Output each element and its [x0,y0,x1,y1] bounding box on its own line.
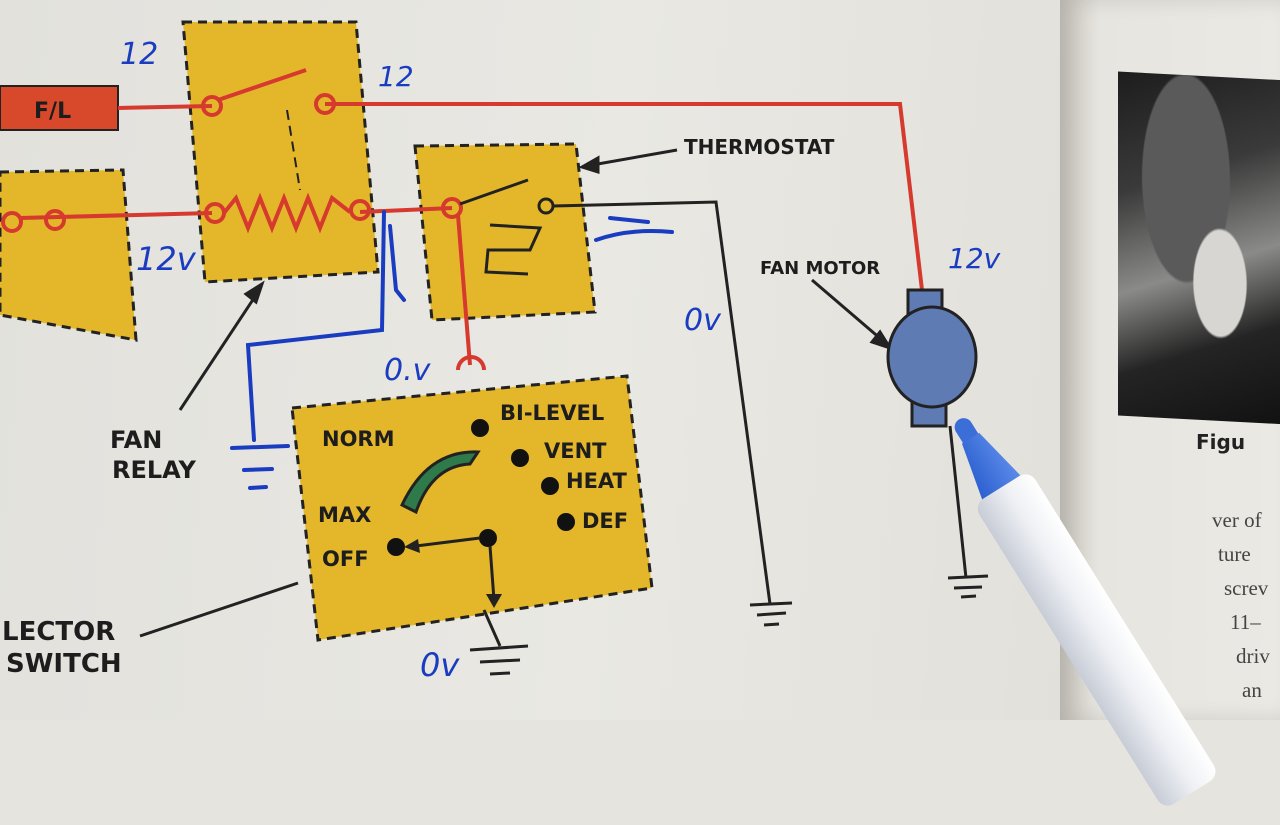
voltage-note-thermostat-out: 0v [684,303,722,338]
body-text-line: 11– [1230,610,1261,634]
power-wires [19,102,924,371]
thermostat-box [413,142,597,322]
fusible-link-label: F/L [34,99,71,124]
selector-switch-label-line2: SWITCH [6,649,122,679]
voltage-note-fan-motor: 12v [948,242,1001,275]
body-text-line: screv [1224,576,1269,600]
voltage-note-switch-ground: 0v [420,646,460,684]
fan-motor-label: FAN MOTOR [760,258,880,279]
fan-relay-label-line1: FAN [110,426,162,454]
switch-pos-norm: NORM [322,427,395,451]
fan-relay-label-line2: RELAY [112,456,196,484]
thermostat-label: THERMOSTAT [684,135,835,159]
body-text-line: an [1242,678,1262,702]
voltage-note-relay-input: 12 [120,37,158,72]
left-partial-block [0,168,138,342]
label-leaders [139,148,894,638]
fusible-link: F/L [0,85,119,131]
selector-switch-box [290,374,654,642]
switch-pos-bilevel: BI-LEVEL [500,401,604,425]
handwritten-wires [230,210,674,490]
switch-pos-max: MAX [318,503,371,527]
selector-dial [387,419,575,676]
fan-motor [886,288,989,599]
wiring-diagram: F/L [0,20,1001,684]
body-text-line: ture [1218,542,1251,566]
voltage-note-relay-coil: 12v [136,240,197,278]
voltage-note-relay-output: 12 [378,60,414,93]
body-text-line: driv [1236,644,1270,668]
switch-pos-vent: VENT [544,439,607,463]
switch-pos-off: OFF [322,547,369,571]
switch-pos-def: DEF [582,509,628,533]
thermostat-output-wire [552,200,793,627]
fan-relay-box [181,20,380,284]
body-text-line: ver of [1212,508,1262,532]
relay-coil [1,192,371,234]
figure-caption: Figu [1196,430,1246,454]
relay-contacts [201,68,336,191]
selector-switch-label-line1: LECTOR [2,617,115,647]
voltage-note-switch-in: 0.v [384,353,432,388]
switch-pos-heat: HEAT [566,469,628,493]
